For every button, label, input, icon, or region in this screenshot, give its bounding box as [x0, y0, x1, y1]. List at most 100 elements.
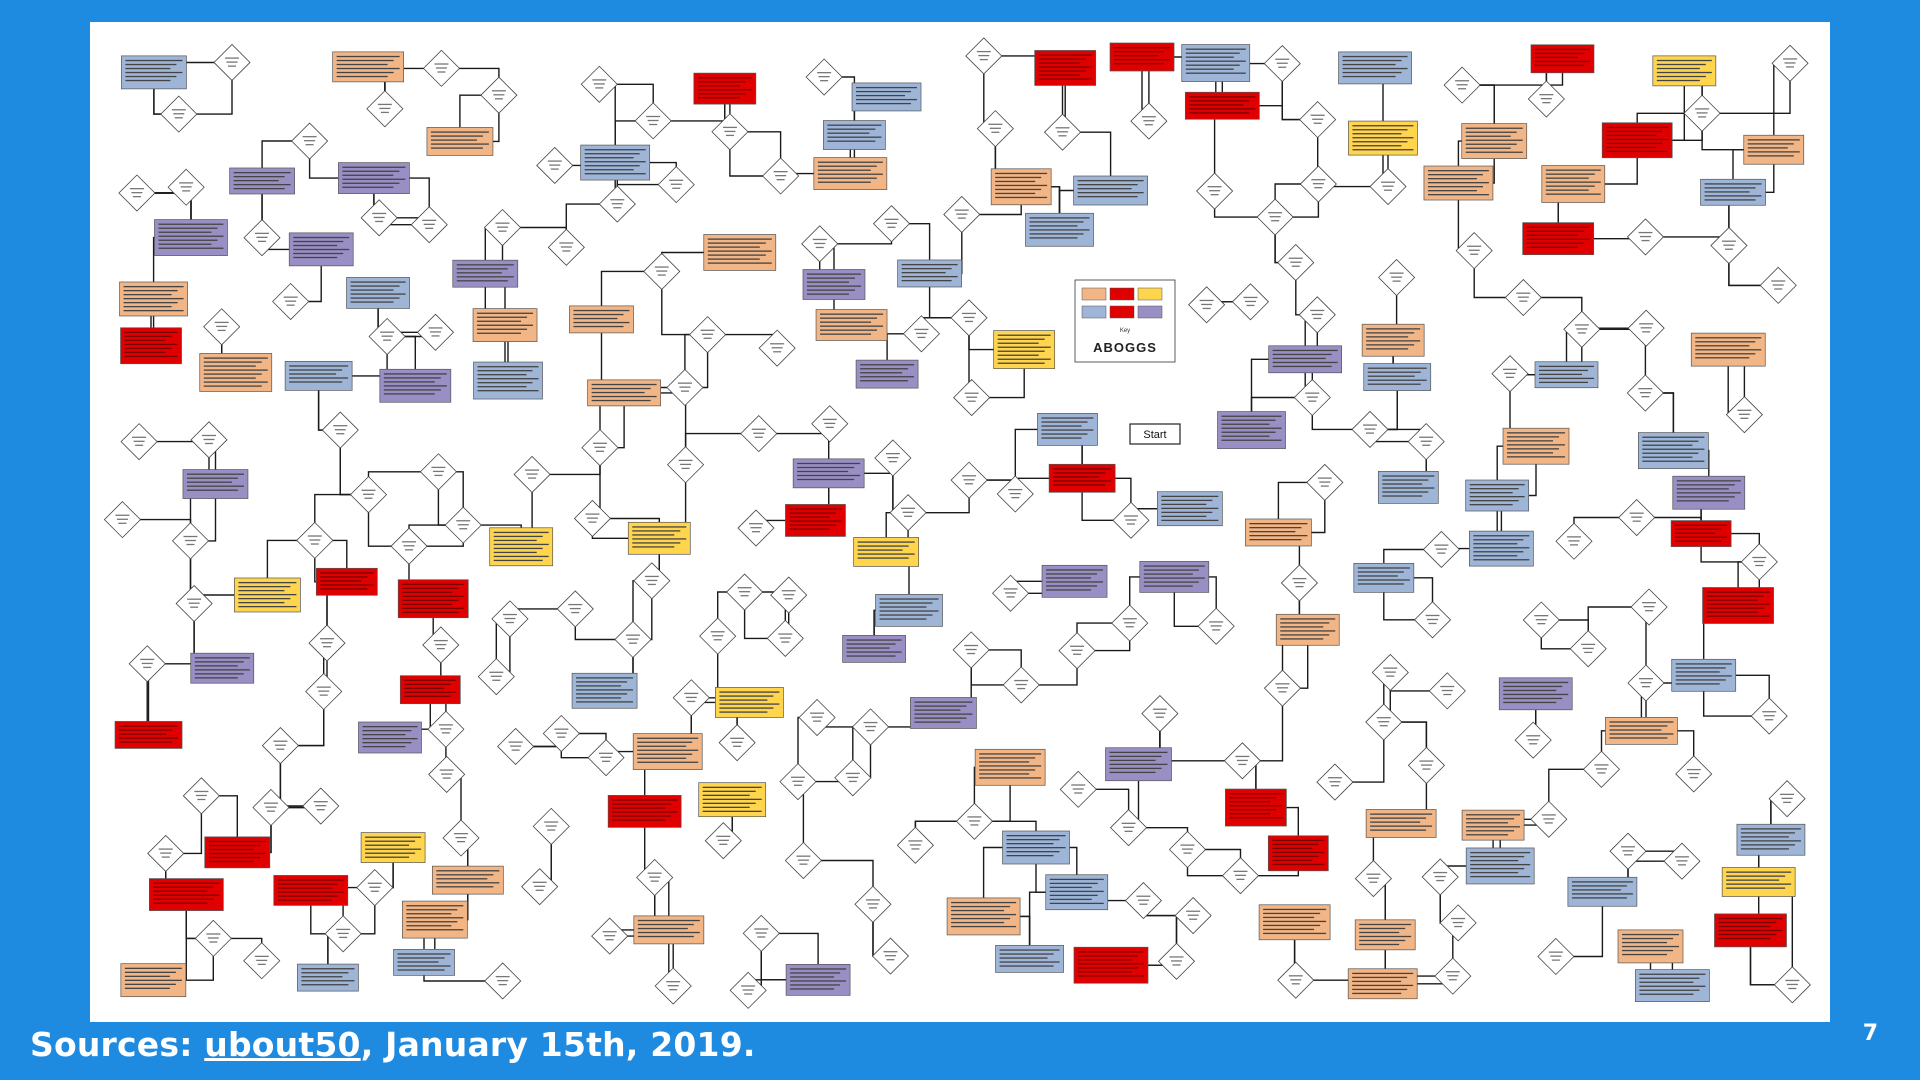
box-text-line: [1189, 104, 1244, 106]
box-text-line: [186, 485, 244, 487]
box-text-line: [707, 254, 766, 256]
box-text-line: [1706, 615, 1770, 617]
diamond-text-line: [186, 543, 195, 546]
diamond-text-line: [364, 497, 373, 499]
diamond-text-line: [1199, 299, 1214, 302]
diamond-text-line: [965, 648, 977, 651]
diamond-text-line: [649, 123, 658, 126]
box-text-line: [1352, 976, 1408, 979]
box-text-line: [493, 559, 543, 562]
source-link[interactable]: ubout50: [204, 1025, 361, 1064]
diamond-text-line: [1433, 871, 1448, 874]
box-text-line: [637, 753, 693, 755]
diamond-text-line: [968, 820, 980, 822]
box-text-line: [707, 246, 760, 248]
box-text-line: [1367, 375, 1415, 377]
diamond-text-line: [1011, 496, 1020, 499]
box-text-line: [493, 555, 549, 558]
box-text-line: [1465, 135, 1511, 137]
diamond-text-line: [1008, 488, 1023, 491]
box-text-line: [1676, 480, 1741, 482]
box-text-line: [397, 953, 451, 955]
box-text-line: [1041, 417, 1094, 419]
box-text-line: [1466, 814, 1521, 816]
box-text-line: [123, 301, 178, 304]
diamond-text-line: [773, 351, 782, 353]
box-text-line: [153, 894, 220, 896]
box-text-line: [1357, 579, 1410, 581]
box-text-line: [1469, 484, 1525, 486]
box-text-line: [430, 135, 483, 137]
box-text-line: [1747, 147, 1788, 149]
diamond-text-line: [1383, 667, 1398, 669]
diamond-text-line: [585, 513, 600, 515]
box-text-line: [342, 174, 394, 176]
box-text-line: [477, 316, 528, 318]
box-text-line: [860, 372, 903, 374]
box-text-line: [1352, 133, 1402, 135]
box-text-line: [404, 687, 445, 689]
diamond-text-line: [362, 493, 374, 495]
diamond-text-line: [571, 611, 580, 614]
diamond-text-line: [1362, 424, 1377, 426]
diamond-text-line: [197, 798, 206, 801]
diamond-text-line: [1382, 185, 1394, 187]
box-text-line: [1695, 357, 1750, 359]
box-text-line: [1357, 567, 1410, 569]
box-text-line: [1053, 480, 1112, 482]
diamond-text-line: [1311, 179, 1326, 181]
box-text-line: [856, 94, 906, 97]
box-text-line: [1676, 484, 1735, 486]
diamond-text-line: [1233, 870, 1248, 872]
diamond-text-line: [1144, 124, 1153, 126]
diamond-text-line: [1568, 540, 1580, 542]
diamond-text-line: [1527, 739, 1539, 741]
box-text-line: [1006, 855, 1054, 857]
box-text-line: [697, 89, 752, 91]
box-text-line: [1077, 184, 1138, 186]
class-box: [946, 897, 1021, 936]
box-text-line: [456, 272, 502, 274]
box-text-line: [1606, 150, 1669, 153]
diamond-text-line: [1676, 860, 1688, 862]
diamond-text-line: [266, 810, 275, 812]
diamond-text-line: [792, 780, 804, 782]
box-text-line: [1545, 185, 1595, 187]
diamond-text-line: [1621, 846, 1636, 848]
box-text-line: [1571, 893, 1633, 895]
box-text-line: [1676, 500, 1729, 502]
diamond-text-line: [1305, 392, 1320, 394]
diamond-text-line: [550, 168, 559, 170]
diamond-text-line: [967, 816, 982, 818]
diamond-text-line: [1123, 826, 1135, 828]
box-text-line: [612, 799, 678, 801]
diamond-text-line: [431, 466, 446, 469]
box-text-line: [1656, 59, 1712, 62]
diamond-text-line: [865, 725, 877, 728]
diamond-text-line: [1535, 619, 1547, 621]
box-text-line: [125, 59, 183, 62]
diamond-text-line: [1291, 265, 1300, 267]
diamond-text-line: [257, 963, 266, 966]
diamond-text-line: [775, 174, 787, 177]
class-box: [974, 748, 1046, 786]
diamond-text-line: [586, 517, 598, 519]
box-text-line: [1545, 189, 1589, 191]
diamond-text-line: [1169, 956, 1184, 958]
box-text-line: [1006, 847, 1066, 849]
diamond-text-line: [904, 515, 913, 517]
diamond-text-line: [1057, 131, 1069, 133]
box-text-line: [576, 693, 628, 695]
box-text-line: [1077, 951, 1144, 953]
box-text-line: [951, 901, 1017, 904]
diamond-text-line: [1074, 792, 1083, 794]
box-text-line: [702, 802, 756, 804]
box-text-line: [293, 252, 344, 255]
diamond-text-line: [1314, 187, 1323, 189]
box-text-line: [1077, 971, 1132, 973]
diamond-text-line: [742, 989, 754, 991]
diamond-text-line: [1622, 850, 1634, 852]
diamond-text-line: [217, 329, 226, 332]
diamond-text-line: [495, 222, 510, 224]
diamond-text-line: [1236, 759, 1248, 762]
